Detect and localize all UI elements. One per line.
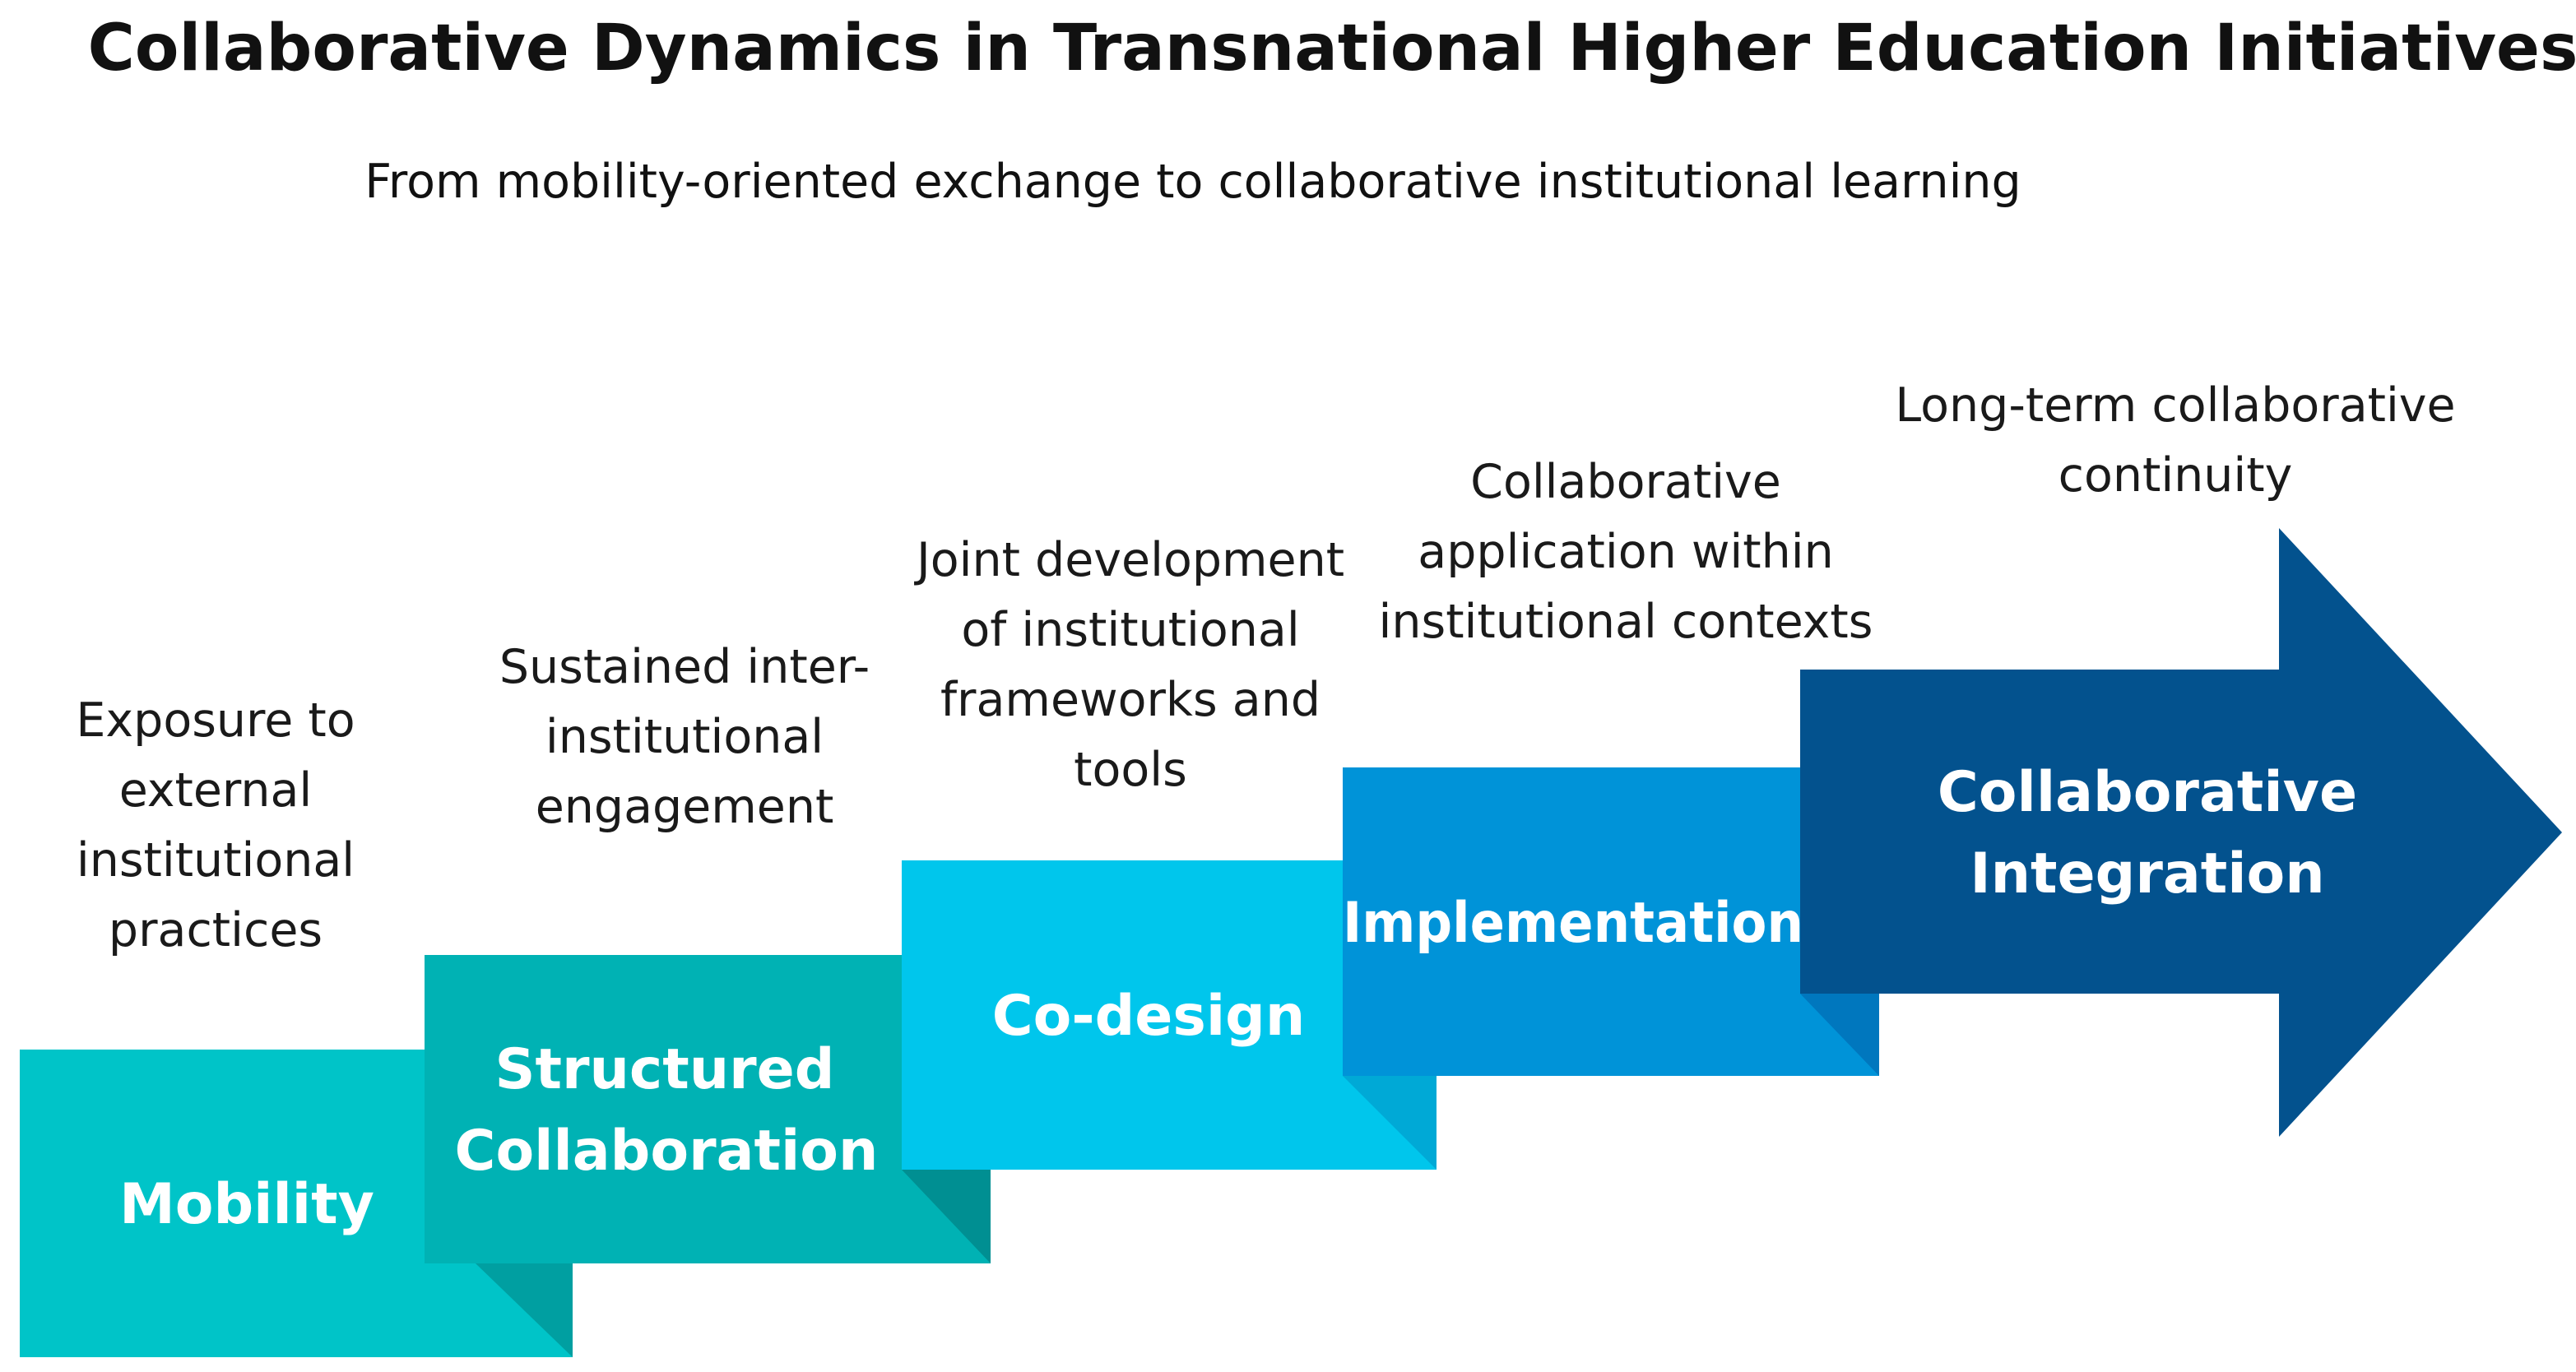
step-implementation-desc-line-3: institutional contexts <box>1379 595 1873 649</box>
step-implementation-label: Implementation <box>1343 891 1803 956</box>
fold-shadow-1 <box>476 1263 573 1357</box>
step-structured-collaboration-desc-line-1: Sustained inter- <box>499 640 870 694</box>
diagram-title: Collaborative Dynamics in Transnational … <box>88 12 2576 86</box>
step-collaborative-integration-desc-line-2: continuity <box>2058 448 2293 503</box>
step-structured-collaboration-label-line-1: Structured <box>495 1037 835 1102</box>
step-implementation: Implementation Collaborative application… <box>1343 455 1879 1076</box>
step-co-design-label: Co-design <box>992 984 1306 1049</box>
step-co-design-desc-line-4: tools <box>1074 743 1187 797</box>
step-mobility-label: Mobility <box>119 1172 374 1237</box>
step-structured-collaboration-label-line-2: Collaboration <box>455 1119 879 1184</box>
step-co-design-desc-line-3: frameworks and <box>940 673 1320 727</box>
step-mobility-desc-line-3: institutional <box>77 833 355 888</box>
step-implementation-block <box>1343 767 1879 1076</box>
step-mobility-desc-line-1: Exposure to <box>76 693 355 748</box>
step-collaborative-integration-label-line-2: Integration <box>1970 841 2324 906</box>
step-mobility-desc-line-4: practices <box>109 903 323 957</box>
fold-shadow-2 <box>902 1170 991 1263</box>
fold-shadow-4 <box>1800 994 1879 1076</box>
step-collaborative-integration-desc-line-1: Long-term collaborative <box>1895 378 2455 433</box>
diagram-subtitle: From mobility-oriented exchange to colla… <box>364 155 2021 209</box>
step-structured-collaboration: Structured Collaboration Sustained inter… <box>425 640 991 1263</box>
step-structured-collaboration-desc-line-2: institutional <box>545 710 824 764</box>
step-mobility-desc-line-2: external <box>119 763 313 818</box>
step-implementation-desc-line-1: Collaborative <box>1470 455 1781 509</box>
step-collaborative-integration-arrow <box>1800 528 2562 1137</box>
step-structured-collaboration-desc-line-3: engagement <box>536 780 834 834</box>
fold-shadow-3 <box>1343 1076 1437 1170</box>
step-collaborative-integration: Collaborative Integration Long-term coll… <box>1800 378 2562 1137</box>
step-co-design-desc-line-2: of institutional <box>961 603 1299 657</box>
step-co-design-desc-line-1: Joint development <box>914 533 1344 587</box>
step-structured-collaboration-block <box>425 955 991 1263</box>
step-collaborative-integration-label-line-1: Collaborative <box>1938 760 2357 825</box>
step-implementation-desc-line-2: application within <box>1418 525 1833 579</box>
